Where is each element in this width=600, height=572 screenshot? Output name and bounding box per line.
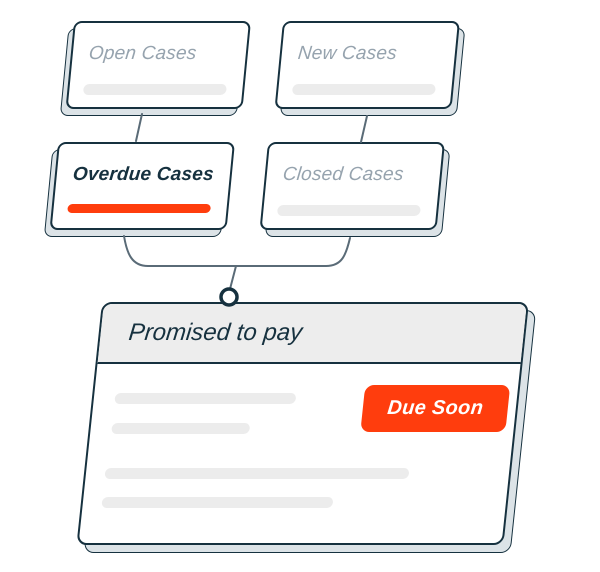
placeholder-bar (104, 468, 410, 479)
detail-card-promised-to-pay[interactable]: Promised to pay Due Soon (76, 302, 530, 545)
node-card-open-cases[interactable]: Open Cases (65, 21, 251, 109)
detail-card-header: Promised to pay (97, 304, 527, 364)
node-label: Overdue Cases (71, 164, 215, 185)
placeholder-bar (291, 84, 436, 95)
placeholder-bar (111, 423, 251, 434)
detail-card-body: Due Soon (78, 364, 520, 545)
placeholder-bar (114, 393, 297, 404)
placeholder-bar (101, 497, 334, 508)
connector-stem (229, 265, 237, 290)
placeholder-bar (276, 205, 421, 216)
connector-open-to-overdue (135, 113, 143, 142)
node-card-overdue-cases[interactable]: Overdue Cases (49, 142, 235, 230)
due-soon-badge-label: Due Soon (386, 397, 485, 419)
node-card-closed-cases[interactable]: Closed Cases (259, 142, 445, 230)
connector-bracket (123, 235, 351, 267)
node-label: Open Cases (87, 43, 198, 64)
connector-new-to-closed (360, 115, 368, 143)
due-soon-badge[interactable]: Due Soon (360, 385, 511, 432)
placeholder-bar (82, 84, 227, 95)
node-label: Closed Cases (281, 164, 405, 185)
node-card-new-cases[interactable]: New Cases (274, 21, 460, 109)
highlight-bar (67, 204, 212, 213)
node-label: New Cases (296, 43, 398, 64)
detail-card-title: Promised to pay (127, 319, 304, 346)
